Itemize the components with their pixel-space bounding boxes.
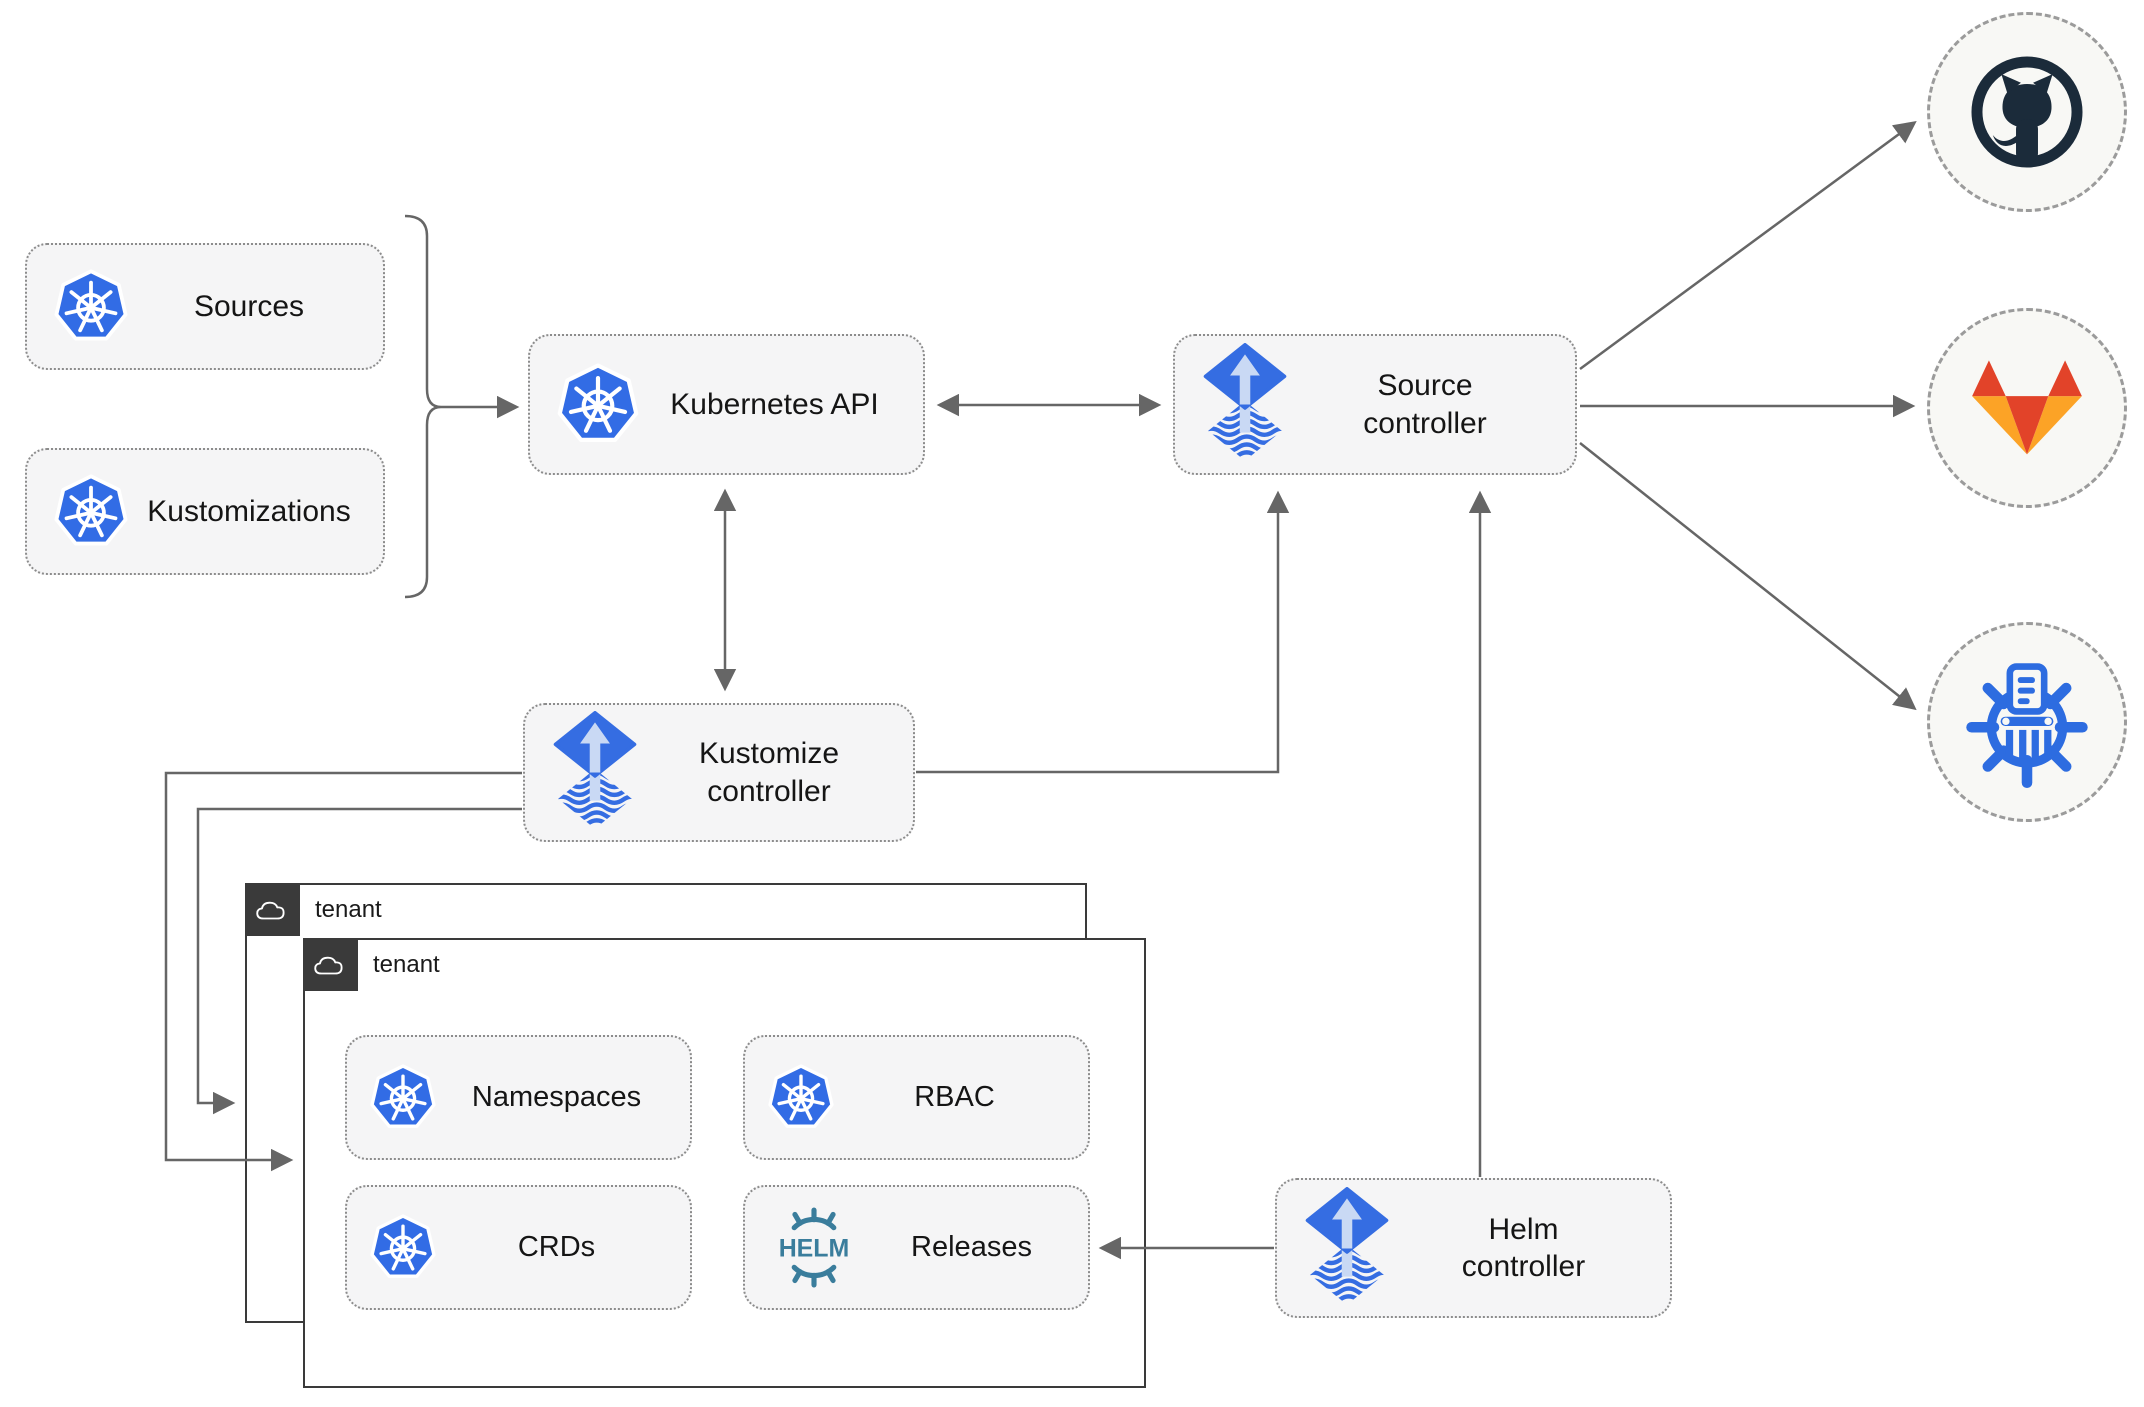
connector-source-to-github [1579,120,1917,371]
tenant-tab [244,882,300,936]
node-helm-controller-label: Helm controller [1391,1211,1670,1286]
tenant-label: tenant [315,896,382,923]
cloud-icon [311,951,349,977]
node-kustomize-controller-text: Kustomize controller [698,737,840,808]
node-namespaces-label: Namespaces [471,1081,642,1114]
chartmuseum-target [1927,622,2127,822]
flux-icon [1201,343,1289,466]
gitlab-icon [1971,359,2083,458]
node-helm-controller-text: Helm controller [1461,1212,1586,1284]
tenant-tab [302,937,358,991]
helm-icon: HELM [759,1207,869,1288]
tenant-label: tenant [373,951,440,978]
github-icon [1966,51,2088,173]
flux-icon [551,711,639,834]
node-sources: Sources [25,243,385,370]
node-rbac: RBAC [743,1035,1090,1160]
node-source-controller-label: Source controller [1289,367,1575,442]
kubernetes-icon [767,1064,835,1132]
node-source-controller: Source controller [1173,334,1577,475]
node-kustomize-controller-label: Kustomize controller [639,735,913,810]
node-releases-label: Releases [911,1231,1032,1264]
node-kubernetes-api: Kubernetes API [528,334,925,475]
bracket-sources-group [404,214,442,599]
node-kustomizations: Kustomizations [25,448,385,575]
tenant-box-front: tenant [302,937,1146,1388]
cloud-icon [253,896,291,922]
node-kubernetes-api-label: Kubernetes API [670,387,879,421]
flux-icon [1303,1187,1391,1310]
kubernetes-icon [53,474,129,550]
node-helm-controller: Helm controller [1275,1178,1672,1318]
connector-source-to-chartmuseum [1579,442,1917,711]
node-crds: CRDs [345,1185,692,1310]
chartmuseum-icon [1961,656,2093,788]
kubernetes-icon [53,269,129,345]
kubernetes-icon [369,1214,437,1282]
helm-logo-text: HELM [779,1234,850,1262]
kubernetes-icon [556,363,640,447]
node-crds-label: CRDs [517,1231,596,1264]
gitlab-target [1927,308,2127,508]
node-namespaces: Namespaces [345,1035,692,1160]
node-rbac-label: RBAC [914,1081,995,1114]
node-kustomizations-label: Kustomizations [147,494,351,528]
connector-kustomize-to-source [916,490,1290,774]
node-releases: HELM Releases [743,1185,1090,1310]
node-kustomize-controller: Kustomize controller [523,703,915,842]
kubernetes-icon [369,1064,437,1132]
github-target [1927,12,2127,212]
node-sources-label: Sources [193,289,305,323]
node-source-controller-text: Source controller [1363,369,1487,440]
